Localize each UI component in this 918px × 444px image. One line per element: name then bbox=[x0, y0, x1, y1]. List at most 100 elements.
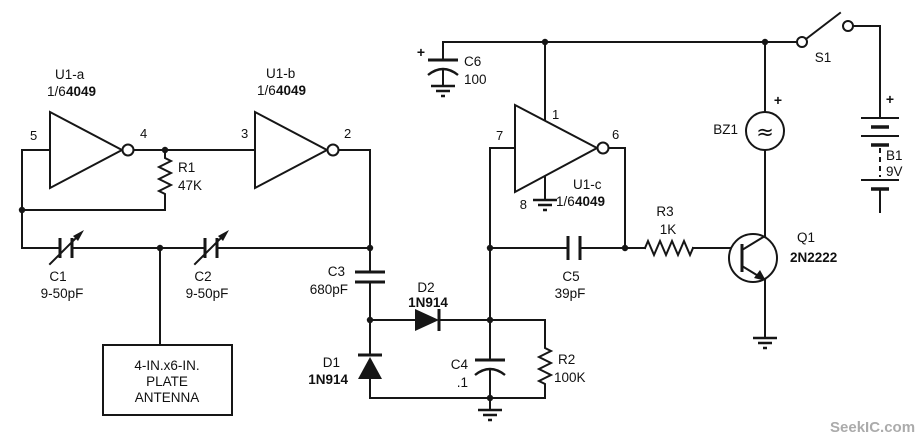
c6-bottom-plate bbox=[427, 67, 459, 76]
c2-arrow-shaft bbox=[193, 235, 224, 266]
bz1-plus-sign: + bbox=[774, 92, 782, 108]
c3-plates bbox=[355, 270, 385, 284]
r3-zigzag bbox=[643, 238, 695, 258]
r2-value: 100K bbox=[554, 370, 586, 385]
c4-value: .1 bbox=[457, 375, 468, 390]
q1-ground-icon bbox=[753, 336, 777, 350]
q1-value: 2N2222 bbox=[790, 250, 837, 265]
d1-triangle bbox=[358, 357, 382, 379]
c3-capacitor: C3 680pF bbox=[310, 264, 385, 297]
u1c-pin-in: 7 bbox=[496, 128, 503, 143]
junction-dot bbox=[366, 316, 374, 324]
s1-right-contact bbox=[842, 20, 854, 32]
c1-capacitor: C1 9-50pF bbox=[41, 230, 84, 301]
u1b-fraction: 1/6 bbox=[257, 83, 276, 98]
u1a-pin-in: 5 bbox=[30, 128, 37, 143]
u1c-label: U1-c bbox=[573, 177, 602, 192]
u1c-ground-icon bbox=[533, 198, 557, 212]
r1-zigzag bbox=[156, 149, 174, 211]
r3-value: 1K bbox=[660, 222, 677, 237]
antenna-line3: ANTENNA bbox=[135, 390, 200, 405]
u1c-pin-ground: 8 bbox=[520, 197, 527, 212]
u1a-pin-out: 4 bbox=[140, 126, 147, 141]
junction-dot bbox=[18, 206, 26, 214]
junction-dot bbox=[621, 244, 629, 252]
b1-value: 9V bbox=[886, 164, 903, 179]
c2-value: 9-50pF bbox=[186, 286, 229, 301]
s1-lever bbox=[804, 11, 842, 41]
r2-resistor: R2 100K bbox=[536, 319, 586, 399]
c6-capacitor: + C6 100 bbox=[417, 44, 487, 98]
u1b-bubble bbox=[326, 143, 340, 157]
c1-ref: C1 bbox=[49, 269, 66, 284]
c5-ref: C5 bbox=[562, 269, 579, 284]
q1-emitter-arrow-icon bbox=[754, 270, 766, 281]
u1b-pin-out: 2 bbox=[344, 126, 351, 141]
r2-zigzag bbox=[536, 319, 554, 399]
r1-value: 47K bbox=[178, 178, 202, 193]
u1b-pin-in: 3 bbox=[241, 126, 248, 141]
c5-value: 39pF bbox=[555, 286, 586, 301]
b1-ref: B1 bbox=[886, 148, 903, 163]
c4-bottom-plate bbox=[474, 367, 506, 376]
c6-value: 100 bbox=[464, 72, 487, 87]
u1a-gate: U1-a 1/6 4049 5 4 bbox=[30, 67, 147, 190]
junction-dot bbox=[161, 146, 169, 154]
c6-ref: C6 bbox=[464, 54, 481, 69]
r1-resistor: R1 47K bbox=[156, 149, 202, 211]
u1c-pin-out: 6 bbox=[612, 127, 619, 142]
s1-left-contact bbox=[796, 36, 808, 48]
c4-ref: C4 bbox=[451, 357, 469, 372]
wire-net bbox=[21, 25, 881, 411]
s1-ref: S1 bbox=[815, 50, 832, 65]
u1b-gate: U1-b 1/6 4049 3 2 bbox=[241, 66, 351, 190]
plate-antenna: 4-IN.x6-IN. PLATE ANTENNA bbox=[102, 344, 233, 416]
u1b-part: 4049 bbox=[276, 83, 306, 98]
u1b-label: U1-b bbox=[266, 66, 295, 81]
bz1-ref: BZ1 bbox=[713, 122, 738, 137]
c4-ground-icon bbox=[478, 408, 502, 422]
u1c-gate: U1-c 1/6 4049 7 6 1 8 bbox=[496, 103, 619, 212]
q1-ref: Q1 bbox=[797, 230, 815, 245]
antenna-box bbox=[102, 344, 233, 416]
u1a-fraction: 1/6 bbox=[47, 84, 66, 99]
c6-plus-sign: + bbox=[417, 44, 425, 60]
u1a-triangle bbox=[49, 110, 125, 190]
d1-diode: D1 1N914 bbox=[308, 353, 382, 387]
c1-value: 9-50pF bbox=[41, 286, 84, 301]
c1-arrow-head-icon bbox=[73, 230, 84, 241]
c5-plates bbox=[566, 236, 582, 260]
u1c-fraction: 1/6 bbox=[556, 194, 575, 209]
b1-long-plates bbox=[861, 117, 899, 181]
junction-dot bbox=[366, 244, 374, 252]
b1-battery: + B1 9V bbox=[861, 91, 903, 191]
c6-ground-icon bbox=[431, 84, 455, 98]
u1c-triangle bbox=[514, 103, 600, 194]
q1-transistor: Q1 2N2222 bbox=[728, 230, 837, 350]
u1a-label: U1-a bbox=[55, 67, 85, 82]
c2-arrow-head-icon bbox=[218, 230, 229, 241]
u1c-part: 4049 bbox=[575, 194, 605, 209]
r1-ref: R1 bbox=[178, 160, 195, 175]
u1c-pin-power: 1 bbox=[552, 107, 559, 122]
q1-collector-lead bbox=[740, 234, 767, 252]
junction-dot bbox=[486, 316, 494, 324]
junction-dot bbox=[761, 38, 769, 46]
bz1-circle bbox=[745, 111, 785, 151]
watermark: SeekIC.com bbox=[830, 419, 915, 436]
d2-triangle bbox=[415, 309, 439, 331]
b1-plus-sign: + bbox=[886, 91, 894, 107]
junction-dot bbox=[486, 244, 494, 252]
c1-arrow-shaft bbox=[48, 235, 79, 266]
c3-ref: C3 bbox=[328, 264, 345, 279]
junction-dot bbox=[156, 244, 164, 252]
c3-value: 680pF bbox=[310, 282, 348, 297]
bz1-ac-symbol: ≈ bbox=[756, 120, 774, 144]
u1c-bubble bbox=[596, 141, 610, 155]
d1-value: 1N914 bbox=[308, 372, 348, 387]
antenna-line2: PLATE bbox=[146, 374, 188, 389]
c4-capacitor: C4 .1 bbox=[451, 357, 506, 422]
d2-diode: D2 1N914 bbox=[408, 280, 448, 331]
